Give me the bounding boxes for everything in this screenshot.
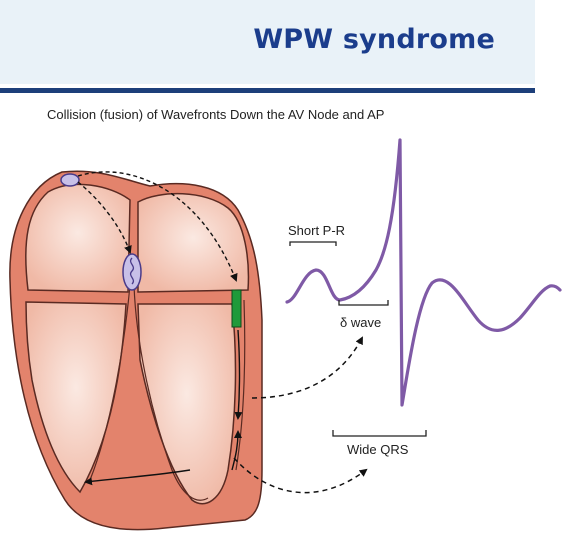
left-atrium-chamber [137,192,250,293]
delta-wave-label: δ wave [340,315,381,330]
wide-qrs-bracket [332,430,427,437]
conduction-pathway-right-bundle [89,284,131,481]
wide-qrs-label: Wide QRS [347,442,409,457]
conduction-pathway-left-bundle [133,284,209,501]
delta-wave-bracket [338,300,389,306]
wavefront-arrow-sa-to-av [77,181,132,254]
short-pr-label: Short P-R [288,223,345,238]
accessory-pathway-bar [231,289,242,328]
sa-node-icon [60,173,80,187]
conduction-pathway-lateral [235,299,246,471]
av-node-squiggle [129,257,135,285]
diagram-subtitle: Collision (fusion) of Wavefronts Down th… [47,107,385,122]
header-band [0,0,535,84]
header-divider [0,88,535,93]
wavefront-arrow-ap-down [234,329,243,420]
left-ventricle-chamber [137,303,237,505]
right-atrium-chamber [25,183,131,293]
wavefront-arrow-apex [84,469,191,486]
ecg-trace [285,138,562,407]
short-pr-bracket [289,241,337,246]
page-title: WPW syndrome [253,24,495,55]
wavefront-arrow-lateral-up [231,430,242,471]
arrow-to-wide-qrs [233,457,368,494]
arrow-to-delta-wave [251,336,363,399]
